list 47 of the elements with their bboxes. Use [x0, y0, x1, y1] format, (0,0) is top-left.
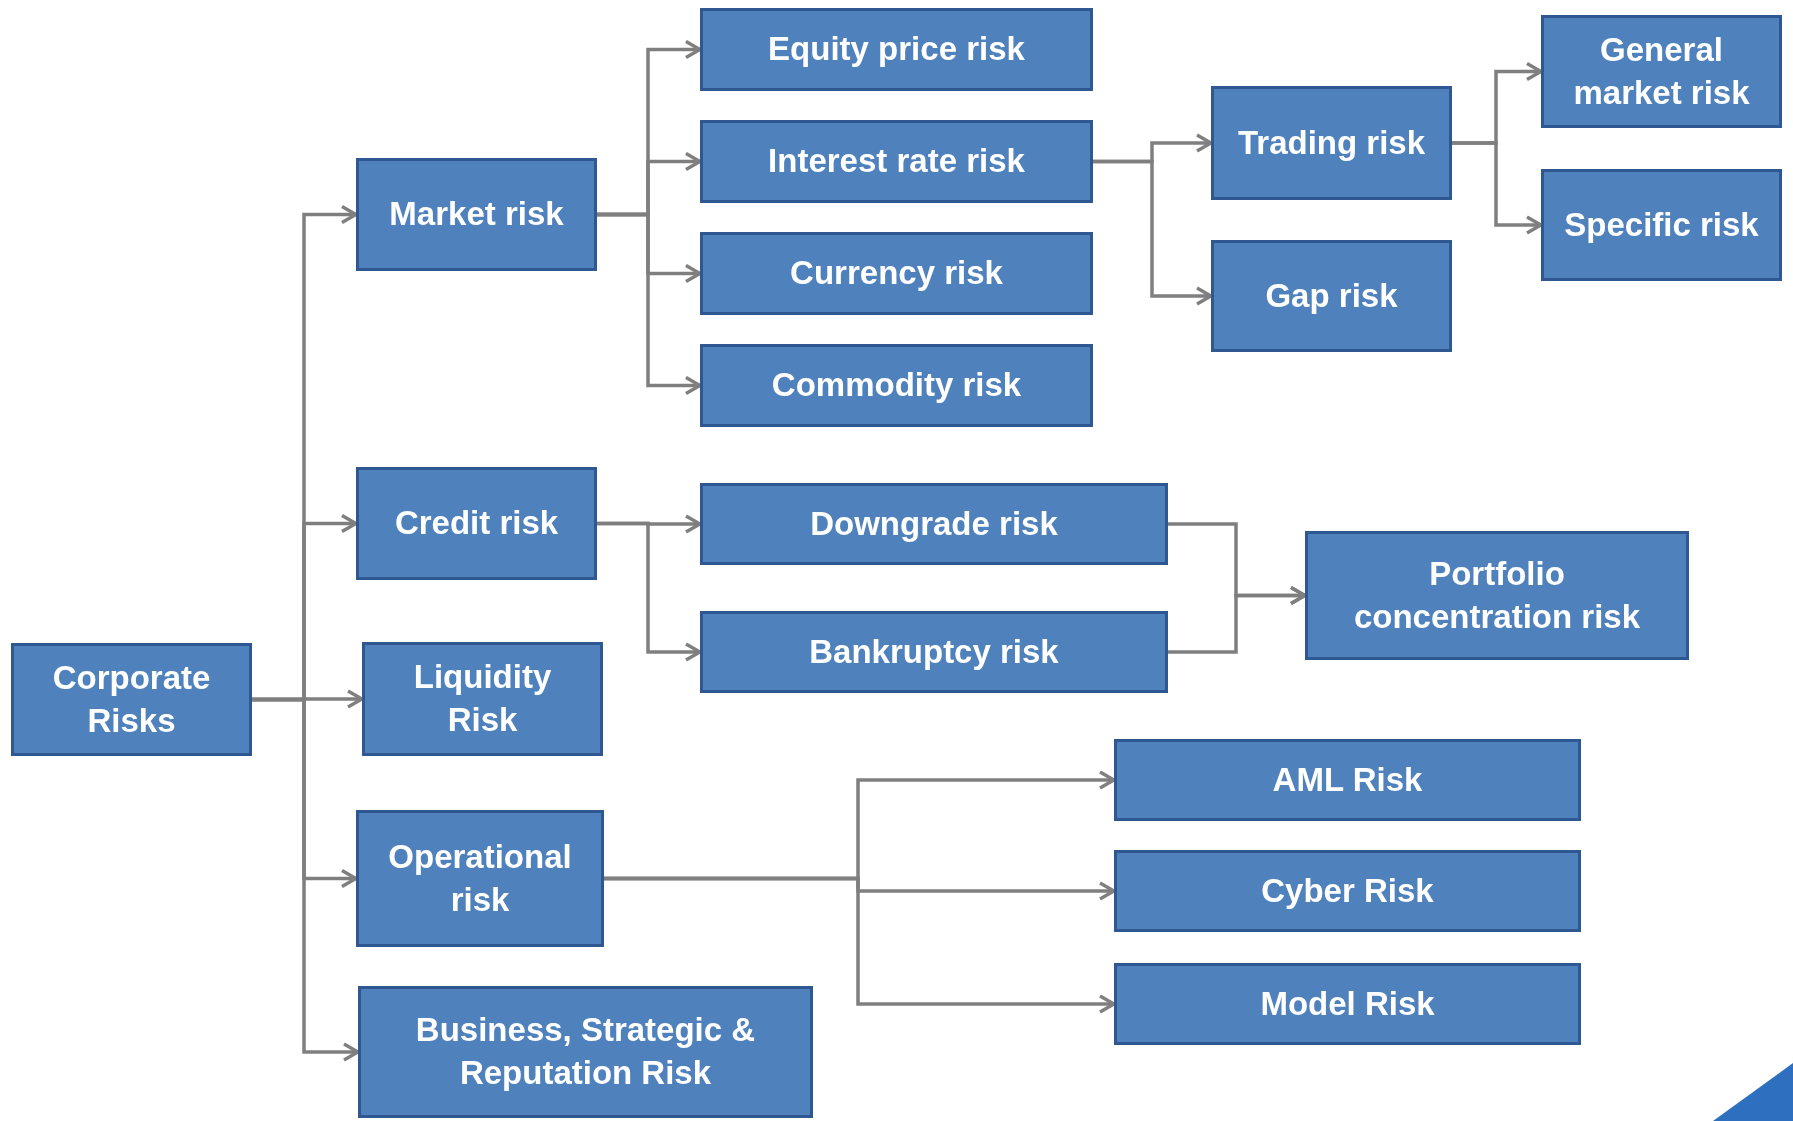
- risk-box: [1114, 963, 1581, 1045]
- connector-arrow: [252, 697, 360, 1062]
- risk-label: Specific risk: [1564, 204, 1759, 245]
- risk-label: Downgrade risk: [810, 503, 1058, 544]
- risk-label: Liquidity Risk: [412, 657, 553, 740]
- risk-label: Cyber Risk: [1261, 870, 1434, 911]
- risk-box: [1541, 15, 1782, 128]
- risk-label: Portfolio concentration risk: [1352, 553, 1642, 637]
- risk-label: Currency risk: [790, 253, 1003, 294]
- connector-arrow: [597, 212, 702, 396]
- risk-label: Corporate Risks: [51, 657, 212, 741]
- connector-arrow: [597, 521, 702, 662]
- connector-arrow: [1168, 585, 1307, 654]
- risk-box: [11, 643, 252, 756]
- risk-label: Trading risk: [1237, 122, 1426, 163]
- risk-label: Commodity risk: [771, 365, 1022, 406]
- risk-box: [356, 467, 597, 580]
- risk-box: [358, 986, 813, 1118]
- risk-box: [700, 483, 1168, 565]
- risk-label: Operational risk: [387, 836, 573, 920]
- risk-box: [700, 344, 1093, 427]
- connector-arrow: [604, 876, 1116, 1014]
- risk-box: [1114, 850, 1581, 932]
- risk-box: [1305, 531, 1689, 660]
- risk-box: [356, 158, 597, 271]
- risk-label: Gap risk: [1265, 275, 1398, 316]
- risk-box: [700, 8, 1093, 91]
- risk-label: Model Risk: [1260, 983, 1435, 1024]
- risk-label: AML Risk: [1272, 759, 1423, 800]
- risk-label: Interest rate risk: [768, 141, 1025, 182]
- risk-label: Equity price risk: [768, 29, 1025, 70]
- risk-box: [1114, 739, 1581, 821]
- connector-arrow: [1093, 159, 1213, 306]
- risk-label: Bankruptcy risk: [809, 631, 1059, 672]
- risk-box: [700, 120, 1093, 203]
- risk-label: Market risk: [389, 194, 564, 235]
- risk-box: [1541, 169, 1782, 281]
- risk-box: [700, 232, 1093, 315]
- risk-box: [700, 611, 1168, 693]
- risk-box: [356, 810, 604, 947]
- risk-box: [1211, 240, 1452, 352]
- risk-label: Credit risk: [394, 503, 559, 544]
- risk-label: General market risk: [1572, 29, 1751, 113]
- connector-arrow: [1452, 141, 1543, 235]
- risk-box: [1211, 86, 1452, 200]
- risk-box: [362, 642, 603, 756]
- risk-label: Business, Strategic & Reputation Risk: [414, 1010, 757, 1093]
